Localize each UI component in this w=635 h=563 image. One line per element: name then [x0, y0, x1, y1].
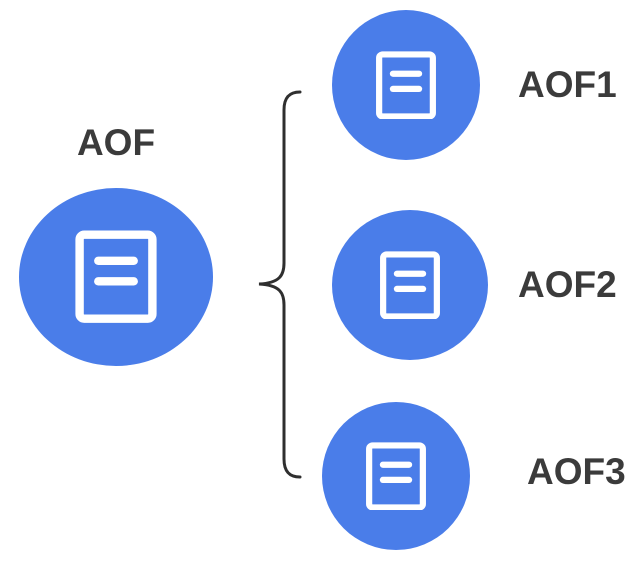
- target-node-aof1: [332, 10, 480, 160]
- source-node: [19, 188, 213, 366]
- target-label-aof1: AOF1: [518, 64, 617, 105]
- document-icon: [376, 50, 436, 120]
- document-icon: [380, 250, 440, 320]
- target-label-aof3: AOF3: [527, 451, 626, 492]
- target-node-aof2: [332, 210, 488, 360]
- target-label-aof2: AOF2: [518, 264, 617, 305]
- document-icon: [75, 230, 157, 324]
- document-icon: [366, 441, 426, 511]
- source-label: AOF: [76, 122, 156, 163]
- target-node-aof3: [322, 402, 470, 550]
